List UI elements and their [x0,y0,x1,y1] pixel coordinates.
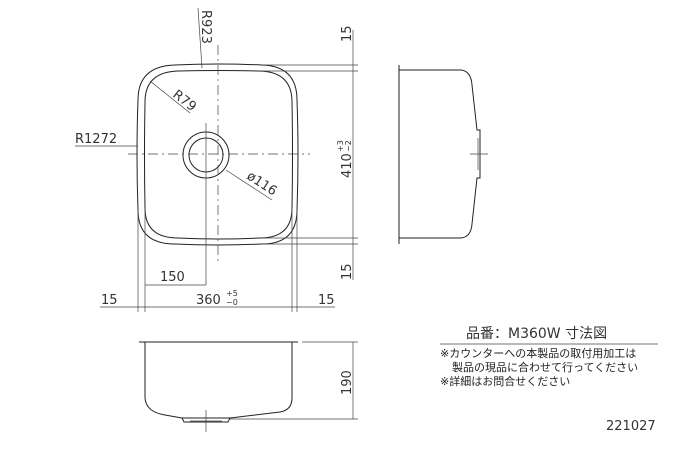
r923-leader [197,7,203,69]
drawing-title: 品番：M360W 寸法図 [466,326,607,342]
note-line-1: ※カウンターへの本製品の取付用加工は [440,346,636,360]
note-line-3: ※詳細はお問合せください [440,374,570,388]
sink-inner-outline [144,70,293,240]
drawing-number: 221027 [606,419,656,434]
depth-tol-plus: +3 [336,140,345,152]
flange-bottom-label: 15 [340,263,355,280]
drain-offset-label: 150 [160,270,185,285]
note-line-2: 製品の現品に合わせて行ってください [452,360,638,374]
r79-label: R79 [170,87,199,115]
sink-outer-outline [136,63,299,246]
r923-label: R923 [198,10,213,44]
width-tol-minus: −0 [226,298,238,307]
front-view: 190 [139,341,358,432]
depth-tol-minus: −2 [344,140,353,152]
height-label: 190 [340,370,355,395]
r79-leader [149,80,191,114]
plan-view: R923 R79 R1272 ø116 15 15 410 +3 −2 150 … [75,7,358,312]
flange-right-label: 15 [318,293,335,308]
drain-dia-label: ø116 [244,169,280,199]
r1272-label: R1272 [75,132,117,147]
title-block: 品番：M360W 寸法図 ※カウンターへの本製品の取付用加工は 製品の現品に合わ… [440,326,658,434]
flange-left-label: 15 [101,293,118,308]
flange-top-label: 15 [340,25,355,42]
side-view [398,65,488,244]
width-label: 360 [196,293,221,308]
width-tol-plus: +5 [226,289,238,298]
drain-leader [225,169,273,201]
depth-label: 410 [340,153,355,178]
